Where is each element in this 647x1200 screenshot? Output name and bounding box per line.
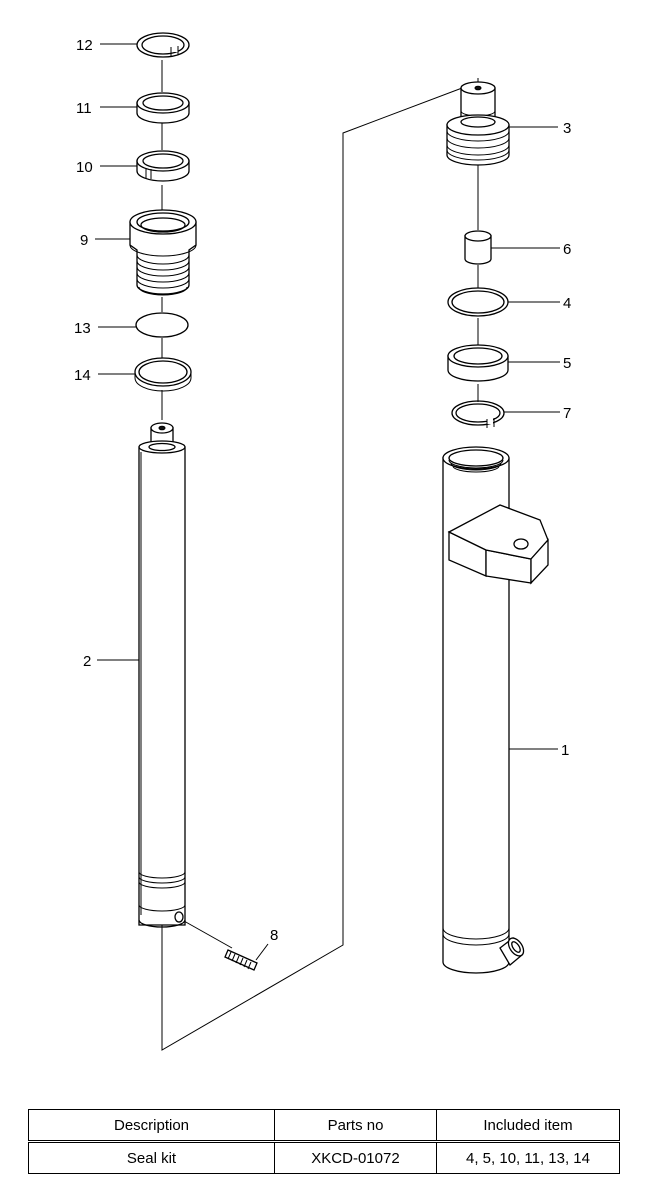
assembly-guide-line bbox=[161, 81, 479, 1051]
exploded-parts-diagram: 12 11 10 9 13 14 2 8 3 6 4 5 7 1 bbox=[74, 32, 571, 1051]
callout-13: 13 bbox=[74, 320, 91, 337]
header-parts-no: Parts no bbox=[274, 1109, 437, 1143]
part-5-wear-ring bbox=[447, 344, 509, 382]
callout-8: 8 bbox=[270, 927, 278, 944]
part-9-gland bbox=[129, 209, 197, 296]
callout-3: 3 bbox=[563, 120, 571, 137]
parts-table: Description Parts no Included item Seal … bbox=[28, 1109, 620, 1174]
cell-parts-no: XKCD-01072 bbox=[274, 1141, 437, 1174]
part-1-cylinder-tube bbox=[442, 446, 549, 974]
callout-6: 6 bbox=[563, 241, 571, 258]
callout-14: 14 bbox=[74, 367, 91, 384]
callout-11: 11 bbox=[76, 100, 92, 117]
part-4-ring bbox=[447, 287, 509, 317]
part-12-snap-ring bbox=[136, 32, 190, 58]
part-11-ring bbox=[136, 92, 190, 124]
part-3-piston bbox=[446, 81, 510, 166]
callout-12: 12 bbox=[76, 37, 93, 54]
header-description: Description bbox=[28, 1109, 275, 1143]
cell-included-item: 4, 5, 10, 11, 13, 14 bbox=[436, 1141, 620, 1174]
callout-5: 5 bbox=[563, 355, 571, 372]
part-2-piston-rod bbox=[138, 422, 186, 928]
part-7-snap-ring bbox=[451, 400, 505, 428]
callout-4: 4 bbox=[563, 295, 571, 312]
cell-description: Seal kit bbox=[28, 1141, 275, 1174]
part-8-pin bbox=[183, 920, 258, 971]
header-included-item: Included item bbox=[436, 1109, 620, 1143]
part-13-o-ring bbox=[135, 312, 189, 338]
part-6-collar bbox=[464, 230, 492, 265]
callout-9: 9 bbox=[80, 232, 88, 249]
callout-10: 10 bbox=[76, 159, 93, 176]
part-10-split-ring bbox=[136, 150, 190, 182]
table-row: Seal kit XKCD-01072 4, 5, 10, 11, 13, 14 bbox=[28, 1141, 620, 1174]
callout-1: 1 bbox=[561, 742, 569, 759]
callout-2: 2 bbox=[83, 653, 91, 670]
callout-7: 7 bbox=[563, 405, 571, 422]
part-14-ring bbox=[134, 357, 192, 392]
table-header-row: Description Parts no Included item bbox=[28, 1109, 620, 1143]
callout-labels: 12 11 10 9 13 14 2 8 3 6 4 5 7 1 bbox=[74, 37, 571, 944]
leader-lines bbox=[95, 43, 560, 961]
